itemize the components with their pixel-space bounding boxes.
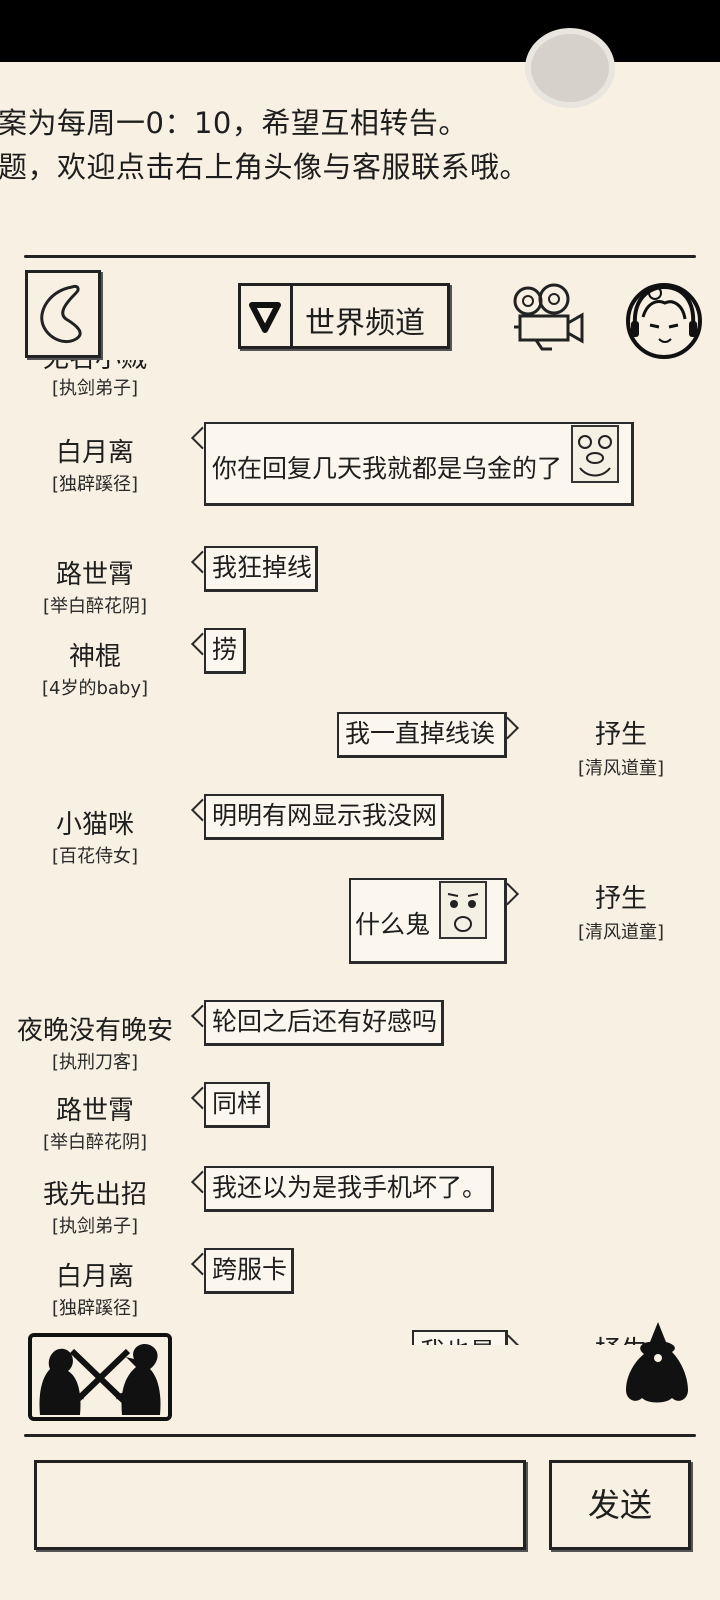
notice-line-2: 题，欢迎点击右上角头像与客服联系哦。: [0, 150, 530, 184]
video-camera-icon[interactable]: [512, 283, 588, 357]
message-text: 我还以为是我手机坏了。: [212, 1173, 488, 1202]
user-name[interactable]: 夜晚没有晚安: [16, 1016, 173, 1046]
message-text: 跨服卡: [212, 1255, 288, 1284]
crossed-swords-icon: [39, 1343, 161, 1415]
message-bubble: 跨服卡: [204, 1248, 294, 1294]
wizard-silhouette-icon[interactable]: [622, 1318, 692, 1412]
user-name[interactable]: 白月离: [55, 1262, 134, 1292]
message-bubble: 我一直掉线诶: [337, 712, 507, 758]
user-title: [百花侍女]: [51, 846, 139, 867]
user-name[interactable]: 路世霄: [55, 560, 134, 590]
message-bubble: 你在回复几天我就都是乌金的了: [204, 422, 634, 506]
message-text: 我一直掉线诶: [345, 719, 496, 748]
pig-face-sticker: [570, 424, 620, 515]
triangle-down-icon[interactable]: [241, 286, 293, 346]
notice-line-1: 案为每周一0：10，希望互相转告。: [0, 106, 468, 140]
user-title: [清风道童]: [577, 922, 665, 943]
user-name[interactable]: 无名小贼: [0, 360, 190, 375]
divider-top: [24, 255, 696, 258]
user-title: [执剑弟子]: [51, 378, 139, 399]
user-title: [举白醉花阴]: [42, 1132, 148, 1153]
message-bubble: 明明有网显示我没网: [204, 794, 444, 840]
user-title: [清风道童]: [577, 758, 665, 779]
user-title: [独辟蹊径]: [51, 474, 139, 495]
message-text: 明明有网显示我没网: [212, 801, 438, 830]
customer-service-avatar-icon[interactable]: [625, 277, 703, 369]
user-title: [执剑弟子]: [51, 1216, 139, 1237]
user-name[interactable]: 抒生: [594, 720, 647, 750]
user-name[interactable]: 白月离: [55, 438, 134, 468]
message-text: 轮回之后还有好感吗: [212, 1007, 438, 1036]
message-text: 捞: [212, 635, 238, 664]
message-bubble: 轮回之后还有好感吗: [204, 1000, 444, 1046]
floating-circle-button[interactable]: [525, 28, 615, 108]
user-title: [执刑刀客]: [51, 1052, 139, 1073]
user-name[interactable]: 路世霄: [55, 1096, 134, 1126]
message-bubble: 我狂掉线: [204, 546, 318, 592]
message-text: 什么鬼: [355, 910, 431, 939]
user-name[interactable]: 抒生: [594, 884, 647, 914]
send-button[interactable]: 发送: [549, 1460, 691, 1550]
channel-selector[interactable]: 世界频道: [238, 283, 450, 349]
surprised-face-sticker: [438, 880, 488, 972]
user-name[interactable]: 我先出招: [42, 1180, 147, 1210]
user-title: [4岁的baby]: [41, 678, 149, 699]
user-name[interactable]: 小猫咪: [55, 810, 134, 840]
pvp-button[interactable]: [28, 1333, 172, 1421]
message-bubble: 同样: [204, 1082, 270, 1128]
divider-bottom: [24, 1434, 696, 1437]
back-button[interactable]: [25, 270, 101, 358]
message-bubble: 我也是: [412, 1330, 508, 1345]
user-title: [举白醉花阴]: [42, 596, 148, 617]
user-title: [独辟蹊径]: [51, 1298, 139, 1319]
message-text: 我也是: [420, 1332, 495, 1345]
chat-message-list[interactable]: 无名小贼 [执剑弟子] 白月离 [独辟蹊径] 你在回复几天我就都是乌金的了 路世…: [0, 360, 720, 1345]
chat-input-field[interactable]: [34, 1460, 526, 1550]
message-text: 你在回复几天我就都是乌金的了: [212, 453, 563, 483]
message-bubble: 什么鬼: [349, 878, 507, 964]
message-bubble: 我还以为是我手机坏了。: [204, 1166, 494, 1212]
message-bubble: 捞: [204, 628, 246, 674]
user-name[interactable]: 抒生: [526, 1330, 716, 1345]
back-arrow-icon: [40, 285, 82, 344]
message-text: 我狂掉线: [212, 553, 313, 582]
message-text: 同样: [212, 1089, 263, 1118]
user-name[interactable]: 神棍: [68, 642, 121, 672]
channel-title: 世界频道: [305, 306, 425, 341]
